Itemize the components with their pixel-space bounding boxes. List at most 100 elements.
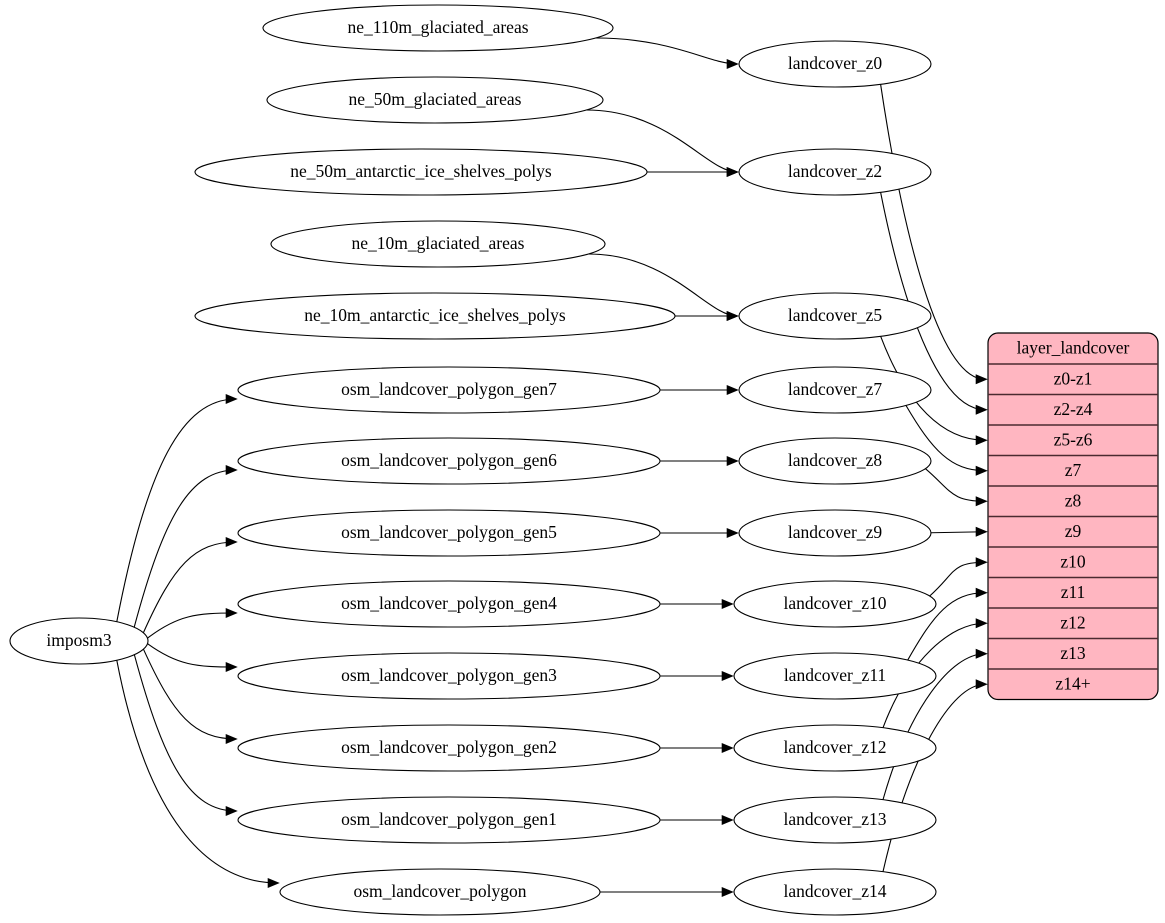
node-osm_landcover_polygon_gen4[interactable]: osm_landcover_polygon_gen4: [237, 580, 661, 628]
edges-layer: [116, 37, 988, 898]
node-osm_landcover_polygon_gen7[interactable]: osm_landcover_polygon_gen7: [237, 366, 661, 414]
edge-osm_landcover_polygon_gen4-to-landcover_z10: [660, 598, 734, 610]
table-row-z7[interactable]: z7: [1065, 460, 1082, 480]
edge-arrowhead: [726, 310, 739, 322]
node-osm_landcover_polygon_gen7-label: osm_landcover_polygon_gen7: [341, 379, 557, 399]
edge-line: [116, 660, 279, 884]
edge-line: [907, 592, 986, 661]
edge-landcover_z0-to-row: [880, 84, 988, 385]
node-imposm3-shape: [9, 617, 149, 665]
edge-ne10ant-to-z5: [674, 310, 739, 322]
edge-arrowhead: [726, 527, 739, 539]
node-ne_10m_glaciated_areas[interactable]: ne_10m_glaciated_areas: [270, 220, 606, 268]
edge-line: [142, 541, 237, 633]
node-osm_landcover_polygon_gen6-shape: [237, 437, 661, 485]
node-ne_110m_glaciated_areas[interactable]: ne_110m_glaciated_areas: [262, 4, 614, 52]
node-landcover_z13[interactable]: landcover_z13: [733, 796, 937, 844]
node-landcover_z8[interactable]: landcover_z8: [738, 437, 932, 485]
node-landcover_z2-shape: [738, 148, 932, 196]
edge-arrowhead: [225, 393, 238, 405]
node-landcover_z0-shape: [738, 40, 932, 88]
edge-imposm3-to-osm_landcover_polygon_gen4: [147, 607, 238, 639]
edge-landcover_z10-to-row: [929, 557, 988, 597]
node-landcover_z14[interactable]: landcover_z14: [733, 868, 937, 916]
node-landcover_z5-label: landcover_z5: [788, 305, 883, 325]
edge-osm_landcover_polygon_gen6-to-landcover_z8: [660, 455, 739, 467]
node-landcover_z0[interactable]: landcover_z0: [738, 40, 932, 88]
edge-landcover_z2-to-row: [880, 192, 988, 415]
node-osm_landcover_polygon-label: osm_landcover_polygon: [353, 881, 526, 901]
edge-line: [880, 84, 986, 380]
node-osm_landcover_polygon_gen5[interactable]: osm_landcover_polygon_gen5: [237, 509, 661, 557]
edge-landcover_z11-to-row: [907, 587, 988, 661]
node-landcover_z11[interactable]: landcover_z11: [733, 652, 937, 700]
edge-imposm3-to-osm_landcover_polygon_gen1: [133, 654, 238, 817]
edge-arrowhead: [726, 166, 739, 178]
edge-line: [586, 109, 738, 173]
node-osm_landcover_polygon_gen3[interactable]: osm_landcover_polygon_gen3: [237, 652, 661, 700]
node-ne_10m_antarctic_ice_shelves_polys[interactable]: ne_10m_antarctic_ice_shelves_polys: [194, 292, 676, 340]
edge-osm_landcover_polygon_gen1-to-landcover_z13: [660, 814, 734, 826]
table-row-z2-z4[interactable]: z2-z4: [1054, 399, 1093, 419]
node-landcover_z7-shape: [738, 366, 932, 414]
edge-imposm3-to-osm_landcover_polygon_gen6: [133, 464, 238, 628]
node-osm_landcover_polygon_gen2[interactable]: osm_landcover_polygon_gen2: [237, 724, 661, 772]
edge-line: [882, 653, 986, 800]
edge-arrowhead: [225, 733, 238, 745]
edge-arrowhead: [721, 670, 734, 682]
node-landcover_z5-shape: [738, 292, 932, 340]
node-landcover_z9[interactable]: landcover_z9: [738, 509, 932, 557]
node-osm_landcover_polygon[interactable]: osm_landcover_polygon: [279, 868, 601, 916]
edge-landcover_z7-to-row: [905, 405, 988, 476]
edge-arrowhead: [721, 598, 734, 610]
node-landcover_z7[interactable]: landcover_z7: [738, 366, 932, 414]
node-ne_50m_antarctic_ice_shelves_polys[interactable]: ne_50m_antarctic_ice_shelves_polys: [194, 148, 648, 196]
node-landcover_z10[interactable]: landcover_z10: [733, 580, 937, 628]
edge-osm_landcover_polygon_gen2-to-landcover_z12: [660, 742, 734, 754]
node-landcover_z2[interactable]: landcover_z2: [738, 148, 932, 196]
node-landcover_z9-label: landcover_z9: [788, 522, 883, 542]
table-row-z11[interactable]: z11: [1061, 582, 1086, 602]
node-landcover_z13-shape: [733, 796, 937, 844]
node-ne_50m_glaciated_areas[interactable]: ne_50m_glaciated_areas: [266, 76, 604, 124]
edge-line: [880, 336, 986, 441]
edge-arrowhead: [975, 679, 988, 690]
node-landcover_z12-label: landcover_z12: [783, 737, 886, 757]
edge-line: [116, 398, 237, 622]
node-osm_landcover_polygon_gen6[interactable]: osm_landcover_polygon_gen6: [237, 437, 661, 485]
node-landcover_z14-label: landcover_z14: [783, 881, 886, 901]
table-row-z5-z6[interactable]: z5-z6: [1054, 429, 1093, 449]
node-osm_landcover_polygon_gen4-label: osm_landcover_polygon_gen4: [341, 593, 557, 613]
node-osm_landcover_polygon_gen2-label: osm_landcover_polygon_gen2: [341, 737, 557, 757]
node-landcover_z5[interactable]: landcover_z5: [738, 292, 932, 340]
node-landcover_z9-shape: [738, 509, 932, 557]
edge-ne110-to-z0: [595, 37, 739, 70]
table-row-z12[interactable]: z12: [1060, 612, 1085, 632]
node-osm_landcover_polygon_gen2-shape: [237, 724, 661, 772]
edge-landcover_z8-to-row: [925, 468, 988, 507]
node-landcover_z14-shape: [733, 868, 937, 916]
node-landcover_z12[interactable]: landcover_z12: [733, 724, 937, 772]
node-landcover_z10-shape: [733, 580, 937, 628]
table-row-z10[interactable]: z10: [1060, 551, 1086, 571]
table-row-z9[interactable]: z9: [1065, 521, 1082, 541]
node-landcover_z12-shape: [733, 724, 937, 772]
table-row-z14+[interactable]: z14+: [1055, 673, 1090, 693]
node-landcover_z10-label: landcover_z10: [783, 593, 886, 613]
edge-ne50ant-to-z2: [646, 166, 739, 178]
table-row-z13[interactable]: z13: [1060, 643, 1086, 663]
edge-arrowhead: [726, 58, 739, 70]
node-landcover_z13-label: landcover_z13: [783, 809, 886, 829]
node-imposm3-label: imposm3: [46, 630, 111, 650]
table-row-z8[interactable]: z8: [1065, 490, 1082, 510]
edge-arrowhead: [225, 536, 238, 548]
edge-landcover_z9-to-row: [930, 526, 988, 537]
node-osm_landcover_polygon_gen6-label: osm_landcover_polygon_gen6: [341, 450, 557, 470]
node-imposm3[interactable]: imposm3: [9, 617, 149, 665]
node-osm_landcover_polygon_gen1[interactable]: osm_landcover_polygon_gen1: [237, 796, 661, 844]
node-ne_50m_antarctic_ice_shelves_polys-label: ne_50m_antarctic_ice_shelves_polys: [290, 161, 552, 181]
layer-landcover-table: layer_landcoverz0-z1z2-z4z5-z6z7z8z9z10z…: [987, 332, 1159, 701]
table-row-z0-z1[interactable]: z0-z1: [1054, 368, 1093, 388]
edge-line: [880, 192, 986, 411]
